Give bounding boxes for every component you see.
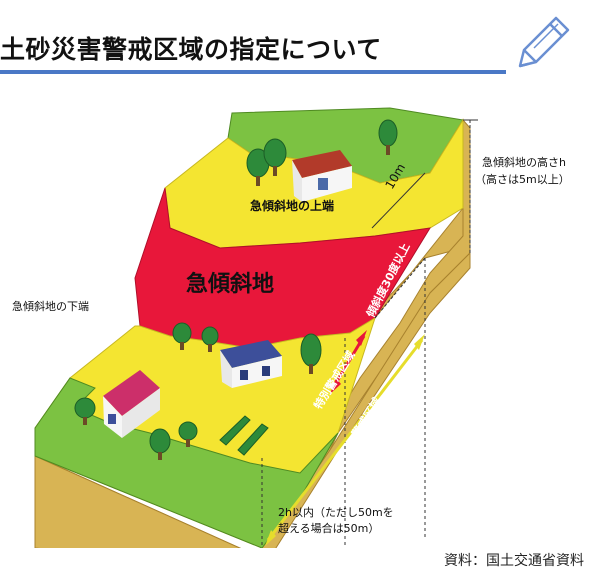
warning-zone-arrow — [266, 339, 424, 541]
top-edge-label: 急傾斜地の上端 — [250, 198, 334, 213]
warning-zone-arrow-head-b — [414, 334, 425, 350]
distance-label-line2: 超える場合は50m） — [278, 521, 379, 535]
special-zone-arrow-head-a — [330, 378, 341, 394]
height-note-label: （高さは5m以上） — [475, 172, 570, 186]
bottom-edge-label: 急傾斜地の下端 — [12, 299, 89, 313]
source-caption: 資料：国土交通省資料 — [444, 553, 584, 569]
page-title: 土砂災害警戒区域の指定について — [0, 35, 382, 64]
warning-zone-arrow-head-a — [265, 530, 276, 546]
soil-front-face — [34, 455, 241, 548]
dimension-lines — [261, 119, 478, 548]
pencil-icon — [518, 16, 570, 68]
house-left — [103, 370, 160, 438]
house-middle — [220, 340, 282, 388]
distance-label-line1: 2h以内（ただし50mを — [278, 505, 394, 519]
steep-slope-label: 急傾斜地 — [186, 271, 274, 297]
title-underline — [0, 70, 506, 74]
tree-group — [74, 119, 398, 460]
height-label: 急傾斜地の高さh — [482, 155, 566, 169]
special-zone-arrow-head-b — [356, 330, 367, 346]
special-zone-arrow — [331, 335, 366, 389]
landslide-zone-diagram: 急傾斜地の高さh （高さは5m以上） 急傾斜地の上端 10m 傾斜度30度以上 … — [12, 107, 570, 548]
house-top — [292, 150, 352, 202]
